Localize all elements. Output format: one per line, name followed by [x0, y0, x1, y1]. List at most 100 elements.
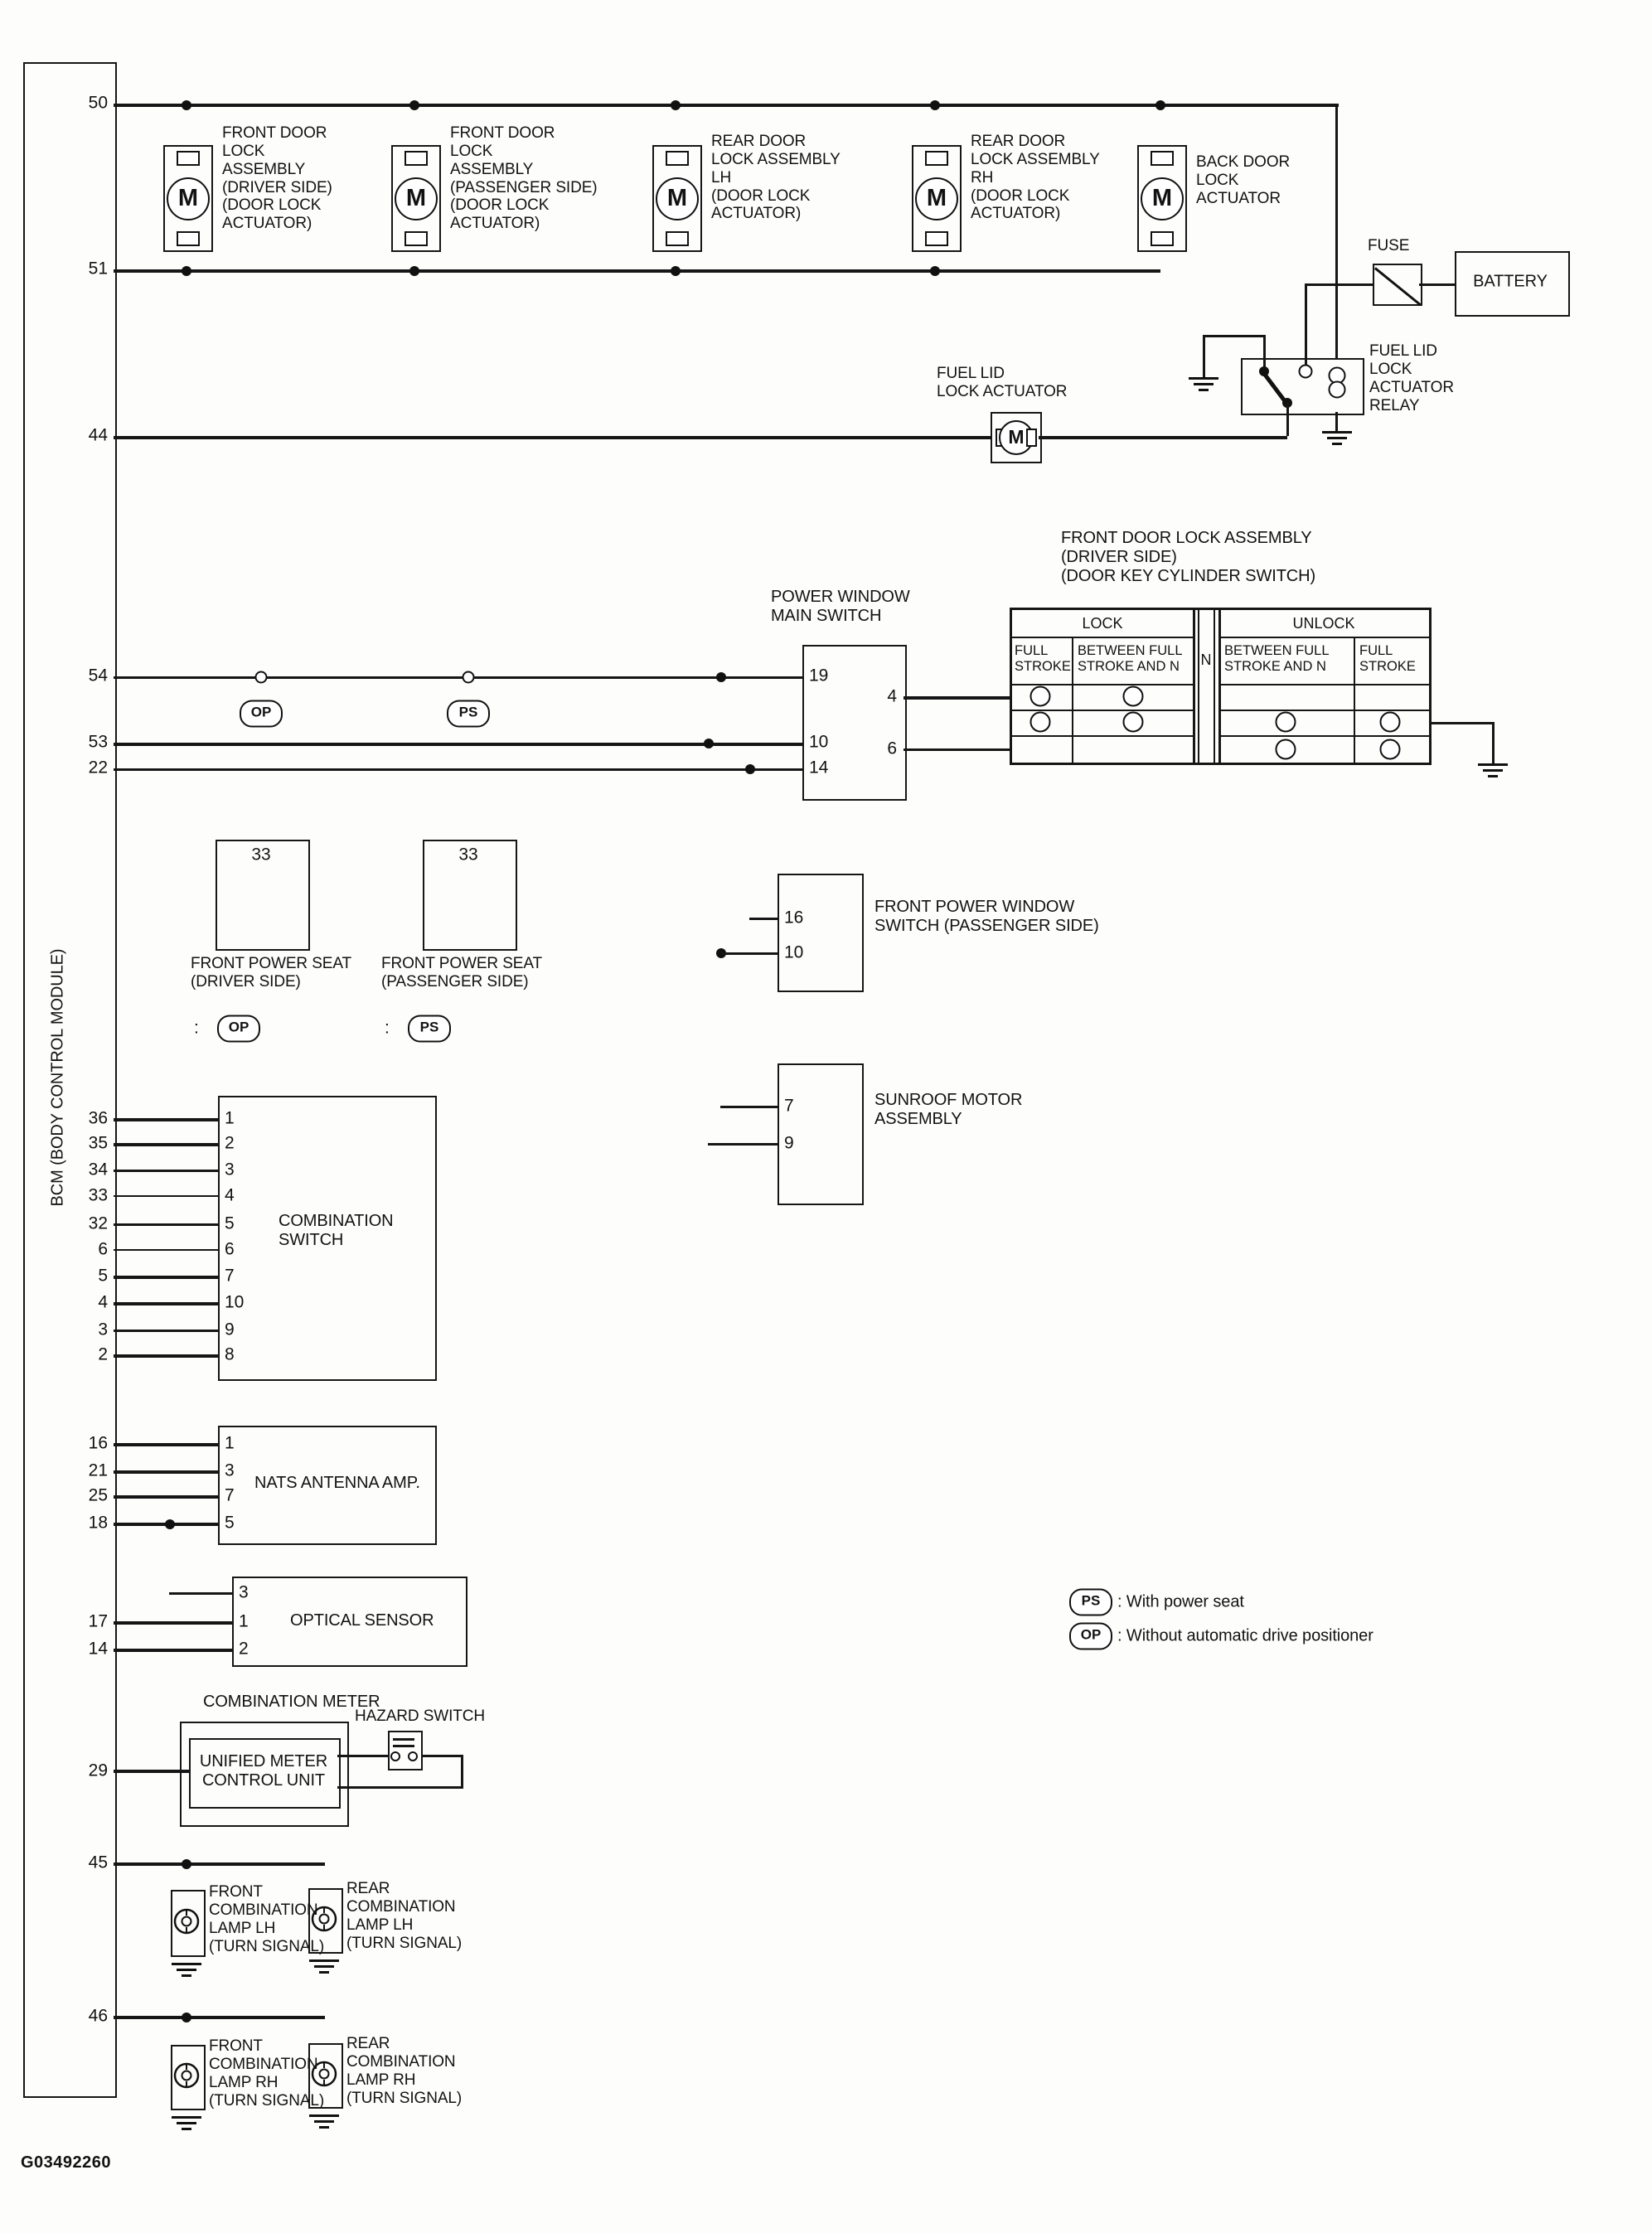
junction-dot — [182, 100, 191, 110]
wire-segment — [337, 1755, 390, 1757]
door-lock-label-front-passenger: FRONT DOOR LOCK ASSEMBLY (PASSENGER SIDE… — [450, 124, 598, 233]
wire-segment — [461, 1755, 463, 1788]
nats-box — [218, 1426, 437, 1545]
pw-passenger-switch-pin-16: 16 — [784, 908, 804, 928]
wire-46 — [114, 2016, 325, 2019]
hazard-terminal — [390, 1751, 400, 1761]
pw-main-switch-pin-6: 6 — [887, 739, 897, 758]
contact-circle — [1379, 711, 1401, 733]
power-seat-passenger-tag-prefix: : — [385, 1018, 390, 1038]
door-lock-motor-rear-lh: M — [652, 145, 702, 252]
combination-switch-pin: 4 — [225, 1185, 235, 1205]
power-seat-passenger-box — [423, 840, 517, 951]
door-lock-motor-front-driver: M — [163, 145, 213, 252]
power-seat-driver-pin-33: 33 — [251, 845, 271, 865]
bcm-pin-17: 17 — [88, 1611, 108, 1631]
table-col-unlock-full: FULL STROKE — [1359, 643, 1416, 675]
wire-4 — [114, 1302, 218, 1305]
optical-sensor-pin: 2 — [239, 1639, 249, 1659]
bcm-pin-5: 5 — [98, 1266, 108, 1286]
contact-circle — [1029, 711, 1051, 733]
wire-53 — [114, 743, 802, 746]
hazard-switch-box — [388, 1731, 423, 1770]
bcm-pin-2: 2 — [98, 1344, 108, 1364]
combination-switch-pin: 2 — [225, 1133, 235, 1153]
wire-segment — [1419, 283, 1455, 286]
table-col-lock-between: BETWEEN FULL STROKE AND N — [1078, 643, 1183, 675]
pw-main-switch-box — [802, 645, 907, 801]
fuel-lid-relay-box — [1241, 358, 1364, 415]
door-lock-motor-front-passenger: M — [391, 145, 441, 252]
optical-sensor-pin: 1 — [239, 1611, 249, 1631]
bcm-pin-3: 3 — [98, 1320, 108, 1339]
bcm-box — [23, 62, 117, 2098]
bcm-pin-6: 6 — [98, 1239, 108, 1259]
wire-35 — [114, 1143, 218, 1146]
power-seat-driver-box — [216, 840, 310, 951]
bcm-pin-18: 18 — [88, 1513, 108, 1533]
contact-circle — [1275, 739, 1296, 760]
table-col-unlock-between: BETWEEN FULL STROKE AND N — [1224, 643, 1330, 675]
wire-3 — [114, 1330, 218, 1332]
wire-segment — [1203, 335, 1205, 377]
door-lock-label-rear-lh: REAR DOOR LOCK ASSEMBLY LH (DOOR LOCK AC… — [711, 133, 841, 223]
combination-switch-pin: 1 — [225, 1108, 235, 1128]
power-seat-driver-label: FRONT POWER SEAT (DRIVER SIDE) — [191, 955, 352, 991]
table-border — [1010, 763, 1432, 765]
optical-sensor-pin: 3 — [239, 1582, 249, 1602]
nats-pin: 5 — [225, 1513, 235, 1533]
table-border — [1354, 637, 1355, 764]
table-header-unlock: UNLOCK — [1292, 615, 1355, 632]
sunroof-pin-9: 9 — [784, 1133, 794, 1153]
op-tag: OP — [240, 700, 283, 728]
pw-passenger-switch-pin-10: 10 — [784, 942, 804, 962]
motor-icon: M — [1141, 177, 1184, 220]
bcm-pin-51: 51 — [88, 259, 108, 279]
wire-44 — [1039, 436, 1287, 439]
table-border — [1010, 608, 1432, 610]
pw-main-switch-pin-10: 10 — [809, 732, 829, 752]
table-header-n: N — [1200, 651, 1212, 668]
bcm-pin-54: 54 — [88, 666, 108, 685]
bulb-icon — [311, 1906, 337, 1932]
hazard-terminal — [408, 1751, 418, 1761]
pw-main-switch-pin-19: 19 — [809, 666, 829, 685]
rear-combination-lamp-rh-box — [308, 2043, 343, 2109]
fuse-label: FUSE — [1368, 237, 1410, 254]
rear-combination-lamp-lh-box — [308, 1888, 343, 1954]
legend-ps-text: : With power seat — [1117, 1592, 1244, 1611]
ground-icon — [1322, 431, 1352, 448]
front-combination-lamp-rh-label: FRONT COMBINATION LAMP RH (TURN SIGNAL) — [209, 2037, 325, 2109]
combination-meter-label: COMBINATION METER — [203, 1693, 380, 1711]
table-border — [1010, 637, 1194, 638]
combination-switch-pin: 7 — [225, 1266, 235, 1286]
bcm-pin-53: 53 — [88, 732, 108, 752]
wire-25 — [114, 1495, 218, 1499]
door-lock-label-rear-rh: REAR DOOR LOCK ASSEMBLY RH (DOOR LOCK AC… — [971, 133, 1100, 223]
power-seat-passenger-label: FRONT POWER SEAT (PASSENGER SIDE) — [381, 955, 543, 991]
ground-icon — [1189, 377, 1218, 395]
wire-segment — [1263, 335, 1266, 371]
junction-dot — [930, 266, 940, 276]
bcm-pin-36: 36 — [88, 1108, 108, 1128]
combination-switch-pin: 5 — [225, 1213, 235, 1233]
wire-45 — [114, 1862, 325, 1866]
pw-passenger-switch-box — [778, 874, 864, 992]
table-border — [1010, 735, 1194, 737]
key-cylinder-title: FRONT DOOR LOCK ASSEMBLY (DRIVER SIDE) (… — [1061, 529, 1316, 585]
wire-22 — [114, 768, 802, 771]
motor-terminal-icon — [177, 231, 200, 246]
front-combination-lamp-lh-box — [171, 1890, 206, 1957]
wire-14 — [114, 1649, 232, 1652]
table-header-lock: LOCK — [1082, 615, 1123, 632]
fuel-lid-actuator-label: FUEL LID LOCK ACTUATOR — [937, 365, 1068, 400]
junction-dot — [671, 100, 681, 110]
wire-32 — [114, 1223, 218, 1226]
motor-terminal-icon — [925, 231, 948, 246]
optical-sensor-label: OPTICAL SENSOR — [290, 1611, 434, 1630]
motor-terminal-icon — [666, 151, 689, 166]
nats-pin: 3 — [225, 1460, 235, 1480]
contact-circle — [1122, 685, 1144, 707]
legend-op-tag: OP — [1069, 1622, 1112, 1650]
